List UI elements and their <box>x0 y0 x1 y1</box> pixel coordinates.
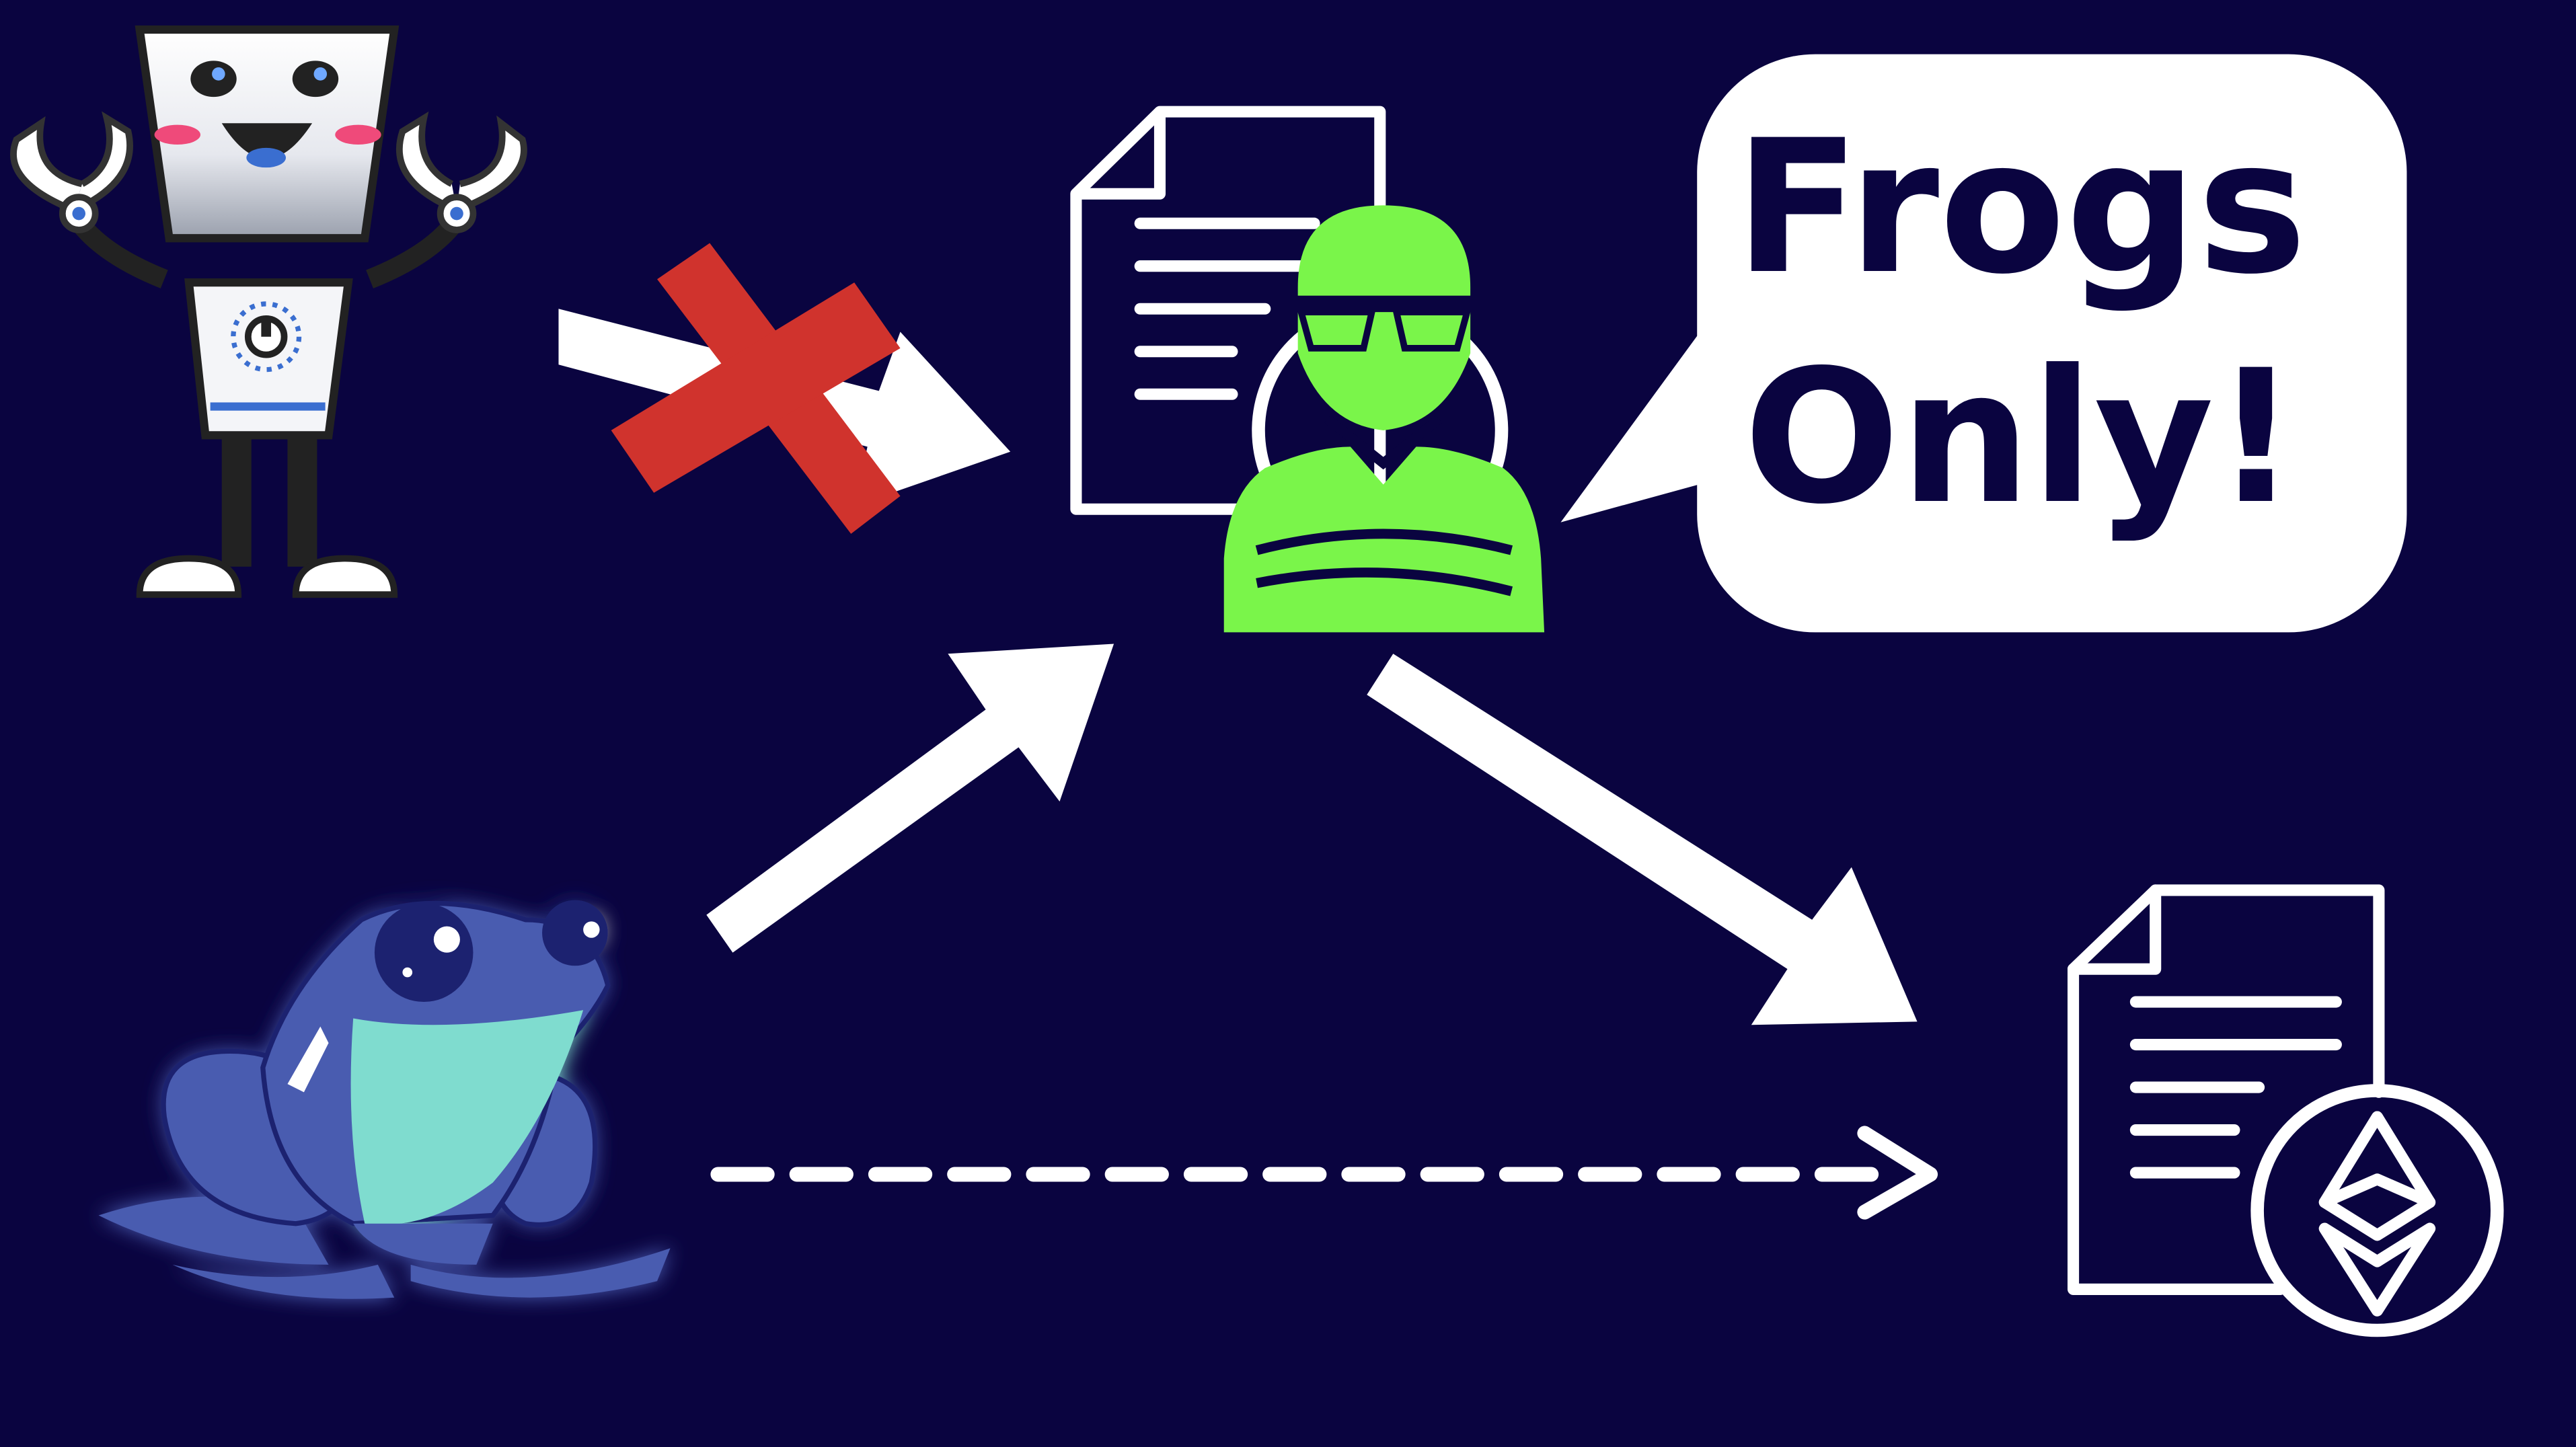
robot-icon <box>10 25 527 598</box>
frog-icon <box>98 900 671 1299</box>
arrow-icon <box>706 643 1114 953</box>
bubble-line-2: Only! <box>1743 330 2298 545</box>
arrow-icon <box>1367 654 1918 1025</box>
ethereum-document-icon <box>2068 884 2504 1337</box>
red-x-icon <box>611 243 901 534</box>
dashed-arrow-icon <box>710 1126 1938 1220</box>
guard-icon <box>1223 205 1545 633</box>
speech-bubble: Frogs Only! <box>1560 54 2407 633</box>
document-icon <box>1070 106 1386 515</box>
bubble-line-1: Frogs <box>1735 100 2307 315</box>
